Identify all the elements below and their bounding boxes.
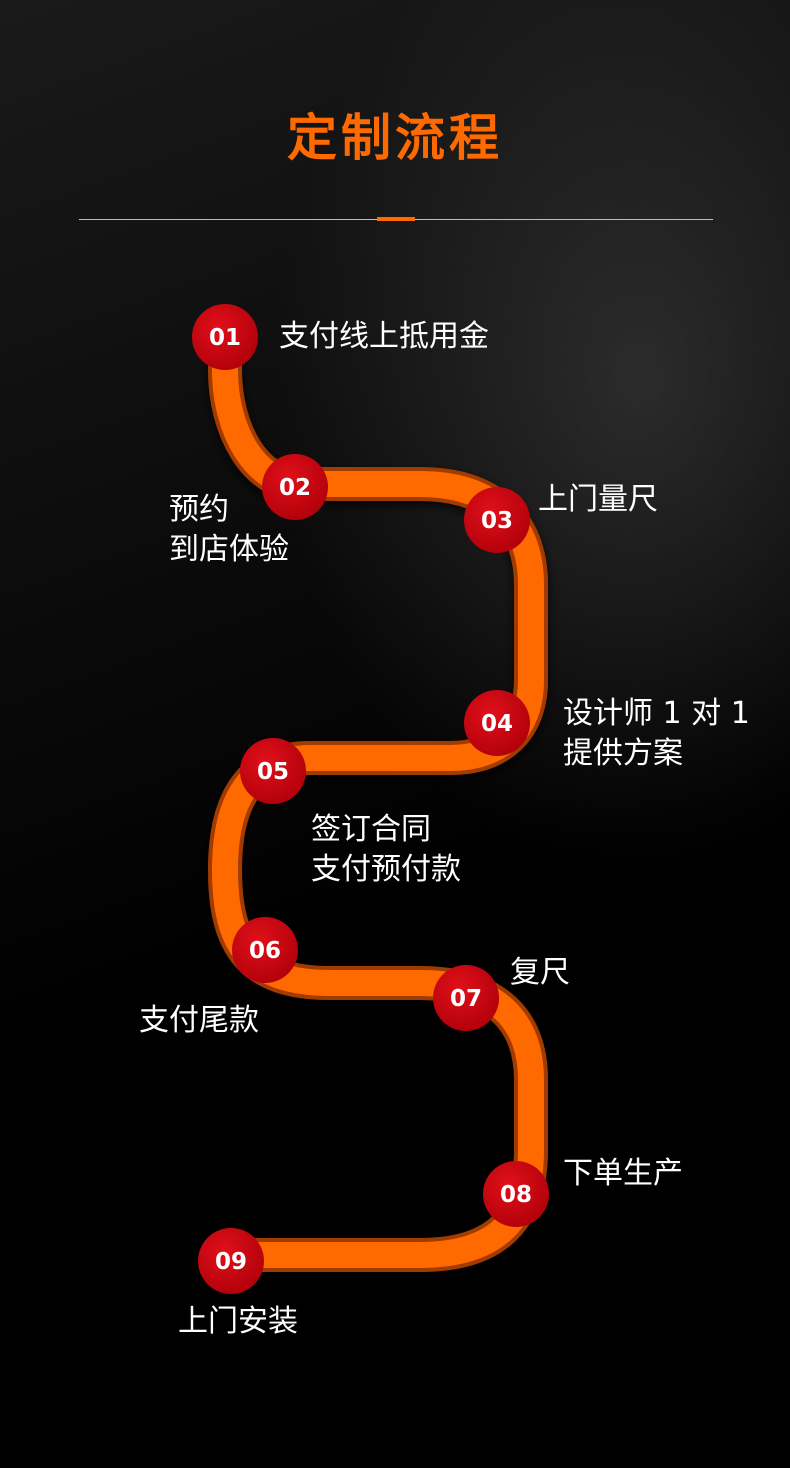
step-label-01: 支付线上抵用金 [279,317,489,357]
step-number: 07 [450,986,482,1012]
step-node-01: 01 [192,304,258,370]
step-label-line: 支付预付款 [311,852,461,887]
step-number: 08 [500,1182,532,1208]
step-label-02: 预约 到店体验 [169,490,289,570]
step-node-09: 09 [198,1228,264,1294]
step-node-05: 05 [240,738,306,804]
step-label-line: 下单生产 [563,1156,683,1191]
title-divider-accent [377,217,415,221]
step-label-line: 到店体验 [169,532,289,567]
step-number: 09 [215,1249,247,1275]
step-label-line: 支付尾款 [139,1003,259,1038]
step-number: 06 [249,938,281,964]
step-label-line: 支付线上抵用金 [279,319,489,354]
step-label-04: 设计师 1 对 1 提供方案 [563,694,750,774]
step-node-03: 03 [464,487,530,553]
step-node-06: 06 [232,917,298,983]
step-label-line: 复尺 [510,955,570,990]
step-label-line: 预约 [169,492,229,527]
step-label-line: 设计师 1 对 1 [563,696,750,731]
step-node-02: 02 [262,454,328,520]
step-label-line: 上门量尺 [538,482,658,517]
step-label-06: 支付尾款 [139,1001,259,1041]
step-label-03: 上门量尺 [538,480,658,520]
step-number: 01 [209,325,241,351]
step-label-line: 提供方案 [563,736,683,771]
step-label-05: 签订合同 支付预付款 [311,810,461,890]
step-label-line: 签订合同 [311,812,431,847]
step-label-07: 复尺 [510,953,570,993]
step-label-line: 上门安装 [178,1304,298,1339]
page-title: 定制流程 [287,109,503,167]
step-number: 02 [279,475,311,501]
step-number: 05 [257,759,289,785]
step-number: 03 [481,508,513,534]
step-node-04: 04 [464,690,530,756]
step-node-07: 07 [433,965,499,1031]
step-label-09: 上门安装 [178,1302,298,1342]
step-node-08: 08 [483,1161,549,1227]
step-number: 04 [481,711,513,737]
step-label-08: 下单生产 [563,1154,683,1194]
process-path-highlight [212,324,544,1268]
